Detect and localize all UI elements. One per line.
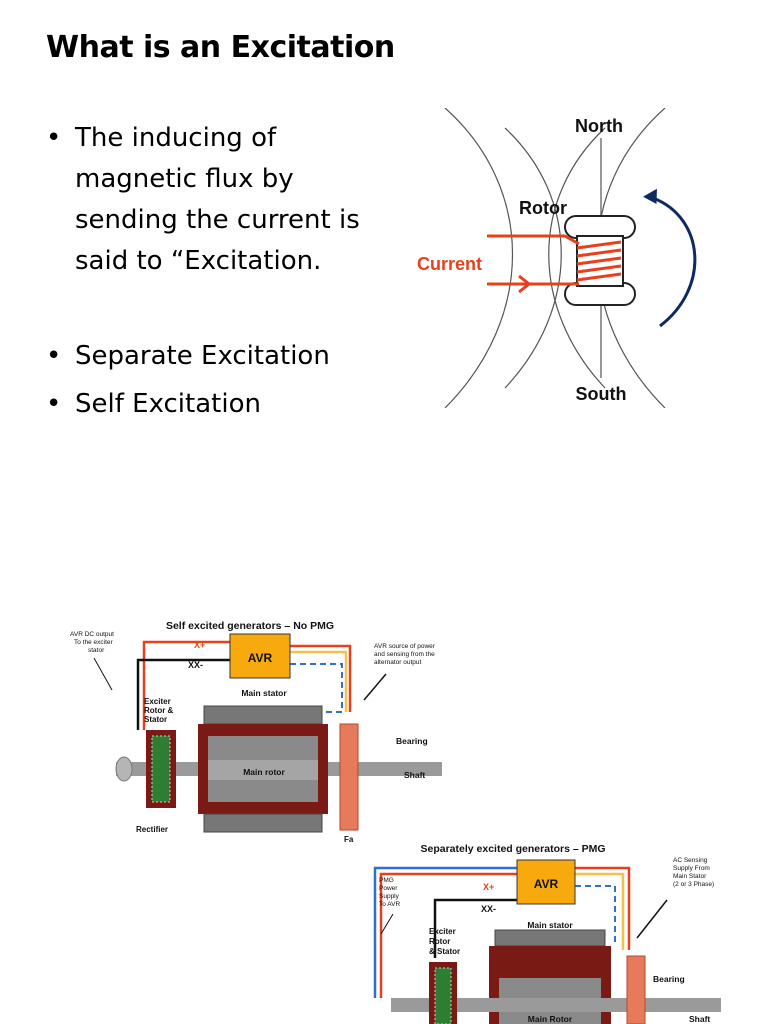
bullet-dot: • xyxy=(46,389,62,419)
gen2-bearing-label: Bearing xyxy=(653,974,685,984)
note-line: Supply From xyxy=(673,865,710,872)
gen2-avr-label: AVR xyxy=(534,877,559,891)
note-line: PMG xyxy=(379,877,394,884)
gen2-note-right: AC Sensing Supply From Main Stator (2 or… xyxy=(673,857,714,888)
gen2-exciter-label: Exciter Rotor & Stator xyxy=(429,927,460,956)
exciter-line: Stator xyxy=(144,715,167,724)
gen1-shaft-end xyxy=(115,756,133,782)
note-line: AC Sensing xyxy=(673,857,708,864)
pmg-generator-diagram: Separately excited generators – PMG AVR … xyxy=(373,843,721,1024)
gen1-xplus: X+ xyxy=(194,640,205,650)
gen1-rectifier-label: Rectifier xyxy=(136,825,168,834)
rotation-arrowhead xyxy=(643,188,657,205)
gen1-title: Self excited generators – No PMG xyxy=(166,620,334,632)
gen1-pointer-left xyxy=(93,657,113,691)
gen1-exciter-label: Exciter Rotor & Stator xyxy=(144,697,176,724)
gen2-title: Separately excited generators – PMG xyxy=(421,843,606,855)
gen1-pointer-right xyxy=(363,673,387,701)
exciter-line: Rotor & xyxy=(144,706,174,715)
rotor-label: Rotor xyxy=(519,198,567,218)
gen2-main-stator-top xyxy=(494,929,606,947)
bullet-line: Self Excitation xyxy=(75,389,261,419)
bullet-dot: • xyxy=(46,341,62,371)
bullet-dot: • xyxy=(46,123,62,153)
gen1-shaft-label: Shaft xyxy=(404,770,425,780)
gen2-exciter-rotor xyxy=(434,967,452,1024)
note-line: To AVR xyxy=(379,901,401,908)
bullet-self-excitation: • Self Excitation xyxy=(46,384,391,425)
gen2-xplus: X+ xyxy=(483,882,494,892)
note-line: Supply xyxy=(379,893,400,900)
gen1-rotor-highlight xyxy=(208,760,318,780)
note-line: stator xyxy=(88,647,105,654)
bullet-line: sending the current is xyxy=(75,205,360,235)
exciter-line: Rotor xyxy=(429,937,450,946)
self-excited-generator-diagram: Self excited generators – No PMG AVR X+ … xyxy=(70,620,442,844)
gen1-fan xyxy=(339,723,359,831)
field-line xyxy=(548,127,606,389)
gen1-avr-label: AVR xyxy=(248,651,273,665)
gen1-main-rotor-label: Main rotor xyxy=(243,767,285,777)
bullet-line: magnetic flux by xyxy=(75,164,294,194)
south-label: South xyxy=(576,384,627,404)
coil xyxy=(487,234,622,294)
note-line: AVR source of power xyxy=(374,643,436,650)
bullet-line: The inducing of xyxy=(75,123,277,153)
gen2-xminus: XX- xyxy=(481,904,496,914)
gen1-xminus: XX- xyxy=(188,660,203,670)
note-line: Main Stator xyxy=(673,873,707,880)
bullet-line: Separate Excitation xyxy=(75,341,330,371)
current-label: Current xyxy=(417,254,482,274)
gen1-main-stator-top xyxy=(203,705,323,725)
field-line xyxy=(444,108,514,408)
note-line: Power xyxy=(379,885,398,892)
bullet-line: said to “Excitation. xyxy=(75,246,322,276)
rotation-arrow xyxy=(652,196,697,328)
gen1-main-stator-bottom xyxy=(203,813,323,833)
gen1-bearing-label: Bearing xyxy=(396,736,428,746)
gen1-note-right: AVR source of power and sensing from the… xyxy=(374,643,437,666)
gen1-note-left: AVR DC output To the exciter stator xyxy=(70,631,116,654)
slide-title: What is an Excitation xyxy=(46,30,395,65)
gen2-fan xyxy=(626,955,646,1024)
gen2-pointer-right xyxy=(636,899,668,939)
gen2-main-rotor-label: Main Rotor xyxy=(528,1014,573,1024)
bullet-excitation-definition: • The inducing of magnetic flux by sendi… xyxy=(46,118,391,282)
gen2-main-stator-label: Main stator xyxy=(527,920,573,930)
gen1-fan-label: Fa xyxy=(344,835,354,844)
note-line: and sensing from the xyxy=(374,651,435,658)
field-line xyxy=(504,127,562,389)
exciter-line: & Stator xyxy=(429,947,460,956)
exciter-line: Exciter xyxy=(144,697,171,706)
gen2-wires xyxy=(373,866,631,998)
gen2-note-left: PMG Power Supply To AVR xyxy=(379,877,401,908)
gen1-wires xyxy=(136,640,352,730)
north-label: North xyxy=(575,116,623,136)
exciter-line: Exciter xyxy=(429,927,456,936)
gen2-avr-box xyxy=(516,859,576,905)
gen1-sensing-line xyxy=(290,663,343,713)
bullet-separate-excitation: • Separate Excitation xyxy=(46,336,391,377)
gen1-avr-box xyxy=(229,633,291,679)
rotor-field-diagram: North Rotor Current South xyxy=(417,108,697,408)
gen1-main-stator-label: Main stator xyxy=(241,688,287,698)
gen2-shaft-label: Shaft xyxy=(689,1014,710,1024)
note-line: alternator output xyxy=(374,659,422,666)
gen2-pointer-left xyxy=(380,913,394,935)
note-line: To the exciter xyxy=(74,639,113,646)
bullet-list: • The inducing of magnetic flux by sendi… xyxy=(46,118,391,425)
gen1-exciter-rotor xyxy=(151,735,171,803)
note-line: AVR DC output xyxy=(70,631,114,638)
gen2-sensing-line xyxy=(575,885,616,946)
note-line: (2 or 3 Phase) xyxy=(673,881,714,888)
